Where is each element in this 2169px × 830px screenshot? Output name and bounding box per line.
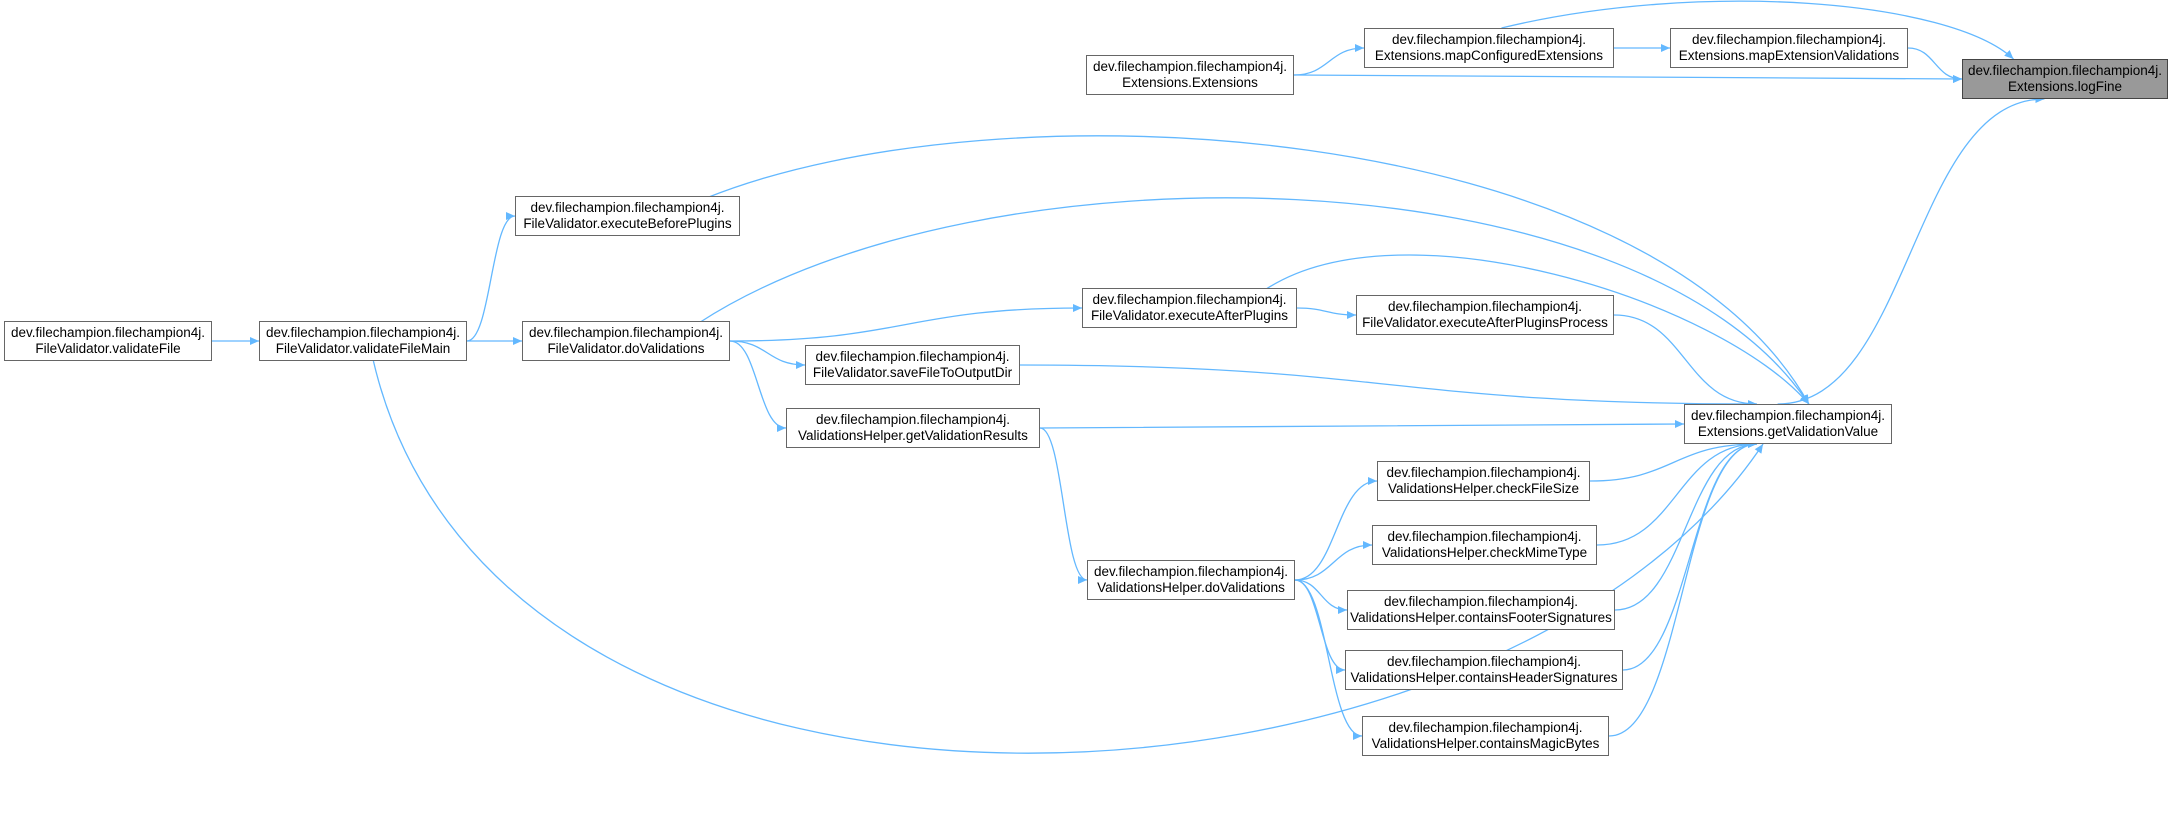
node-label-method: ValidationsHelper.containsHeaderSignatur… [1350,670,1618,685]
node-label-method: FileValidator.doValidations [547,341,705,356]
node-label-method: ValidationsHelper.checkMimeType [1381,545,1588,560]
node-executeAfterPluginsProcess[interactable]: dev.filechampion.filechampion4j.FileVali… [1356,295,1614,335]
node-label-method: ValidationsHelper.containsMagicBytes [1371,736,1600,751]
node-mapExtensionValidations[interactable]: dev.filechampion.filechampion4j.Extensio… [1670,28,1908,68]
node-containsFooterSignatures[interactable]: dev.filechampion.filechampion4j.Validati… [1347,590,1615,630]
edge-getValidationResults-to-vhDoValidations [1039,427,1088,584]
edge-fvDoValidations-to-saveFileToOutputDir [729,340,806,369]
node-label-method: ValidationsHelper.getValidationResults [798,428,1028,443]
node-label-package: dev.filechampion.filechampion4j. [1386,654,1582,669]
node-label-method: ValidationsHelper.containsFooterSignatur… [1350,610,1612,625]
edge-containsMagicBytes-to-getValidationValue [1608,440,1757,737]
edge-validateFileMain-to-executeBeforePlugins [466,212,516,342]
edge-vhDoValidations-to-containsFooterSignatures [1294,579,1348,614]
node-validateFile[interactable]: dev.filechampion.filechampion4j.FileVali… [4,321,212,361]
node-label-method: ValidationsHelper.doValidations [1097,580,1285,595]
node-label-method: ValidationsHelper.checkFileSize [1387,481,1580,496]
edge-Extensions-to-logFine [1293,74,1963,83]
edge-Extensions-to-mapConfiguredExtensions [1293,44,1365,76]
edge-fvDoValidations-to-getValidationValue [698,197,1810,405]
node-checkMimeType[interactable]: dev.filechampion.filechampion4j.Validati… [1372,525,1597,565]
node-Extensions[interactable]: dev.filechampion.filechampion4j.Extensio… [1086,55,1294,95]
edge-containsFooterSignatures-to-getValidationValue [1614,440,1757,611]
node-mapConfiguredExtensions[interactable]: dev.filechampion.filechampion4j.Extensio… [1364,28,1614,68]
edge-executeAfterPluginsProcess-to-getValidationValue [1613,314,1757,408]
node-label-method: Extensions.mapExtensionValidations [1678,48,1900,63]
edge-saveFileToOutputDir-to-getValidationValue [1019,364,1757,408]
edge-executeBeforePlugins-to-getValidationValue [706,135,1810,405]
node-label-method: FileValidator.validateFileMain [275,341,451,356]
node-label-package: dev.filechampion.filechampion4j. [10,325,206,340]
edge-mapExtensionValidations-to-logFine [1907,47,1963,83]
node-fvDoValidations[interactable]: dev.filechampion.filechampion4j.FileVali… [522,321,730,361]
node-label-method: FileValidator.executeBeforePlugins [523,216,732,231]
node-label-method: Extensions.Extensions [1122,75,1258,90]
node-label-package: dev.filechampion.filechampion4j. [530,200,725,215]
node-label-package: dev.filechampion.filechampion4j. [1387,529,1582,544]
edge-getValidationValue-to-logFine [1777,95,2045,405]
edge-vhDoValidations-to-checkMimeType [1294,541,1373,581]
node-label-package: dev.filechampion.filechampion4j. [1387,299,1583,314]
edge-fvDoValidations-to-executeAfterPlugins [729,304,1083,342]
node-label-package: dev.filechampion.filechampion4j. [1092,292,1287,307]
node-getValidationResults[interactable]: dev.filechampion.filechampion4j.Validati… [786,408,1040,448]
edge-mapConfiguredExtensions-to-logFine [1501,0,2014,60]
node-executeBeforePlugins[interactable]: dev.filechampion.filechampion4j.FileVali… [515,196,740,236]
node-vhDoValidations[interactable]: dev.filechampion.filechampion4j.Validati… [1087,560,1295,600]
node-label-package: dev.filechampion.filechampion4j. [1967,63,2163,78]
edge-executeAfterPlugins-to-getValidationValue [1264,254,1810,405]
node-label-method: FileValidator.executeAfterPluginsProcess [1362,315,1608,330]
node-containsMagicBytes[interactable]: dev.filechampion.filechampion4j.Validati… [1362,716,1609,756]
node-label-package: dev.filechampion.filechampion4j. [528,325,724,340]
node-label-package: dev.filechampion.filechampion4j. [1093,564,1289,579]
node-label-method: FileValidator.executeAfterPlugins [1090,308,1289,323]
node-checkFileSize[interactable]: dev.filechampion.filechampion4j.Validati… [1377,461,1590,501]
node-executeAfterPlugins[interactable]: dev.filechampion.filechampion4j.FileVali… [1082,288,1297,328]
edge-vhDoValidations-to-checkFileSize [1294,477,1378,581]
node-label-package: dev.filechampion.filechampion4j. [815,349,1010,364]
node-label-method: FileValidator.validateFile [35,341,181,356]
node-validateFileMain[interactable]: dev.filechampion.filechampion4j.FileVali… [259,321,467,361]
node-label-package: dev.filechampion.filechampion4j. [1383,594,1579,609]
edge-vhDoValidations-to-containsMagicBytes [1294,579,1363,740]
edge-checkFileSize-to-getValidationValue [1589,440,1757,482]
node-label-method: Extensions.getValidationValue [1697,424,1879,439]
node-logFine[interactable]: dev.filechampion.filechampion4j.Extensio… [1962,59,2168,99]
node-getValidationValue[interactable]: dev.filechampion.filechampion4j.Extensio… [1684,404,1892,444]
node-label-package: dev.filechampion.filechampion4j. [1386,465,1581,480]
node-label-package: dev.filechampion.filechampion4j. [1388,720,1583,735]
node-label-package: dev.filechampion.filechampion4j. [265,325,461,340]
node-label-package: dev.filechampion.filechampion4j. [1092,59,1288,74]
node-label-package: dev.filechampion.filechampion4j. [815,412,1011,427]
node-label-method: Extensions.logFine [2007,79,2123,94]
node-label-package: dev.filechampion.filechampion4j. [1391,32,1587,47]
edge-fvDoValidations-to-getValidationResults [729,340,787,432]
node-containsHeaderSignatures[interactable]: dev.filechampion.filechampion4j.Validati… [1345,650,1623,690]
edge-executeAfterPlugins-to-executeAfterPluginsProcess [1296,307,1357,319]
edge-getValidationResults-to-getValidationValue [1039,420,1685,429]
node-label-method: FileValidator.saveFileToOutputDir [812,365,1013,380]
node-label-package: dev.filechampion.filechampion4j. [1690,408,1886,423]
edge-checkMimeType-to-getValidationValue [1596,440,1757,546]
node-label-package: dev.filechampion.filechampion4j. [1691,32,1887,47]
node-label-method: Extensions.mapConfiguredExtensions [1374,48,1604,63]
node-saveFileToOutputDir[interactable]: dev.filechampion.filechampion4j.FileVali… [805,345,1020,385]
